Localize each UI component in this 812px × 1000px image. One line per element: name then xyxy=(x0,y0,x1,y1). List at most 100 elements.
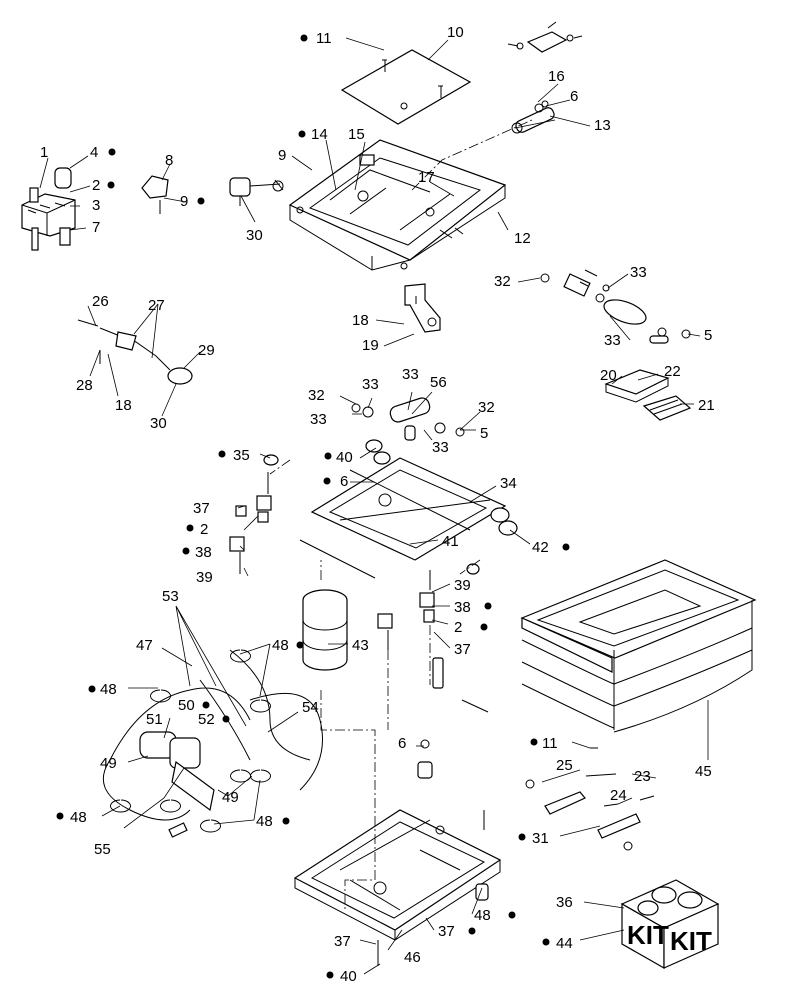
callout-35-dot xyxy=(218,450,226,458)
part-upper-frame xyxy=(288,139,507,271)
callout-48-bottom-dot xyxy=(282,817,290,825)
callout-31: 31 xyxy=(532,830,549,847)
part-base-frame xyxy=(293,739,502,966)
callout-38-right-dot xyxy=(484,602,492,610)
part-small-lever xyxy=(141,175,169,214)
callout-21: 21 xyxy=(698,397,715,414)
callout-17: 17 xyxy=(418,169,435,186)
callout-47: 47 xyxy=(136,637,153,654)
callout-33-mid-b: 33 xyxy=(310,411,327,428)
callout-57: 56 xyxy=(430,374,447,391)
callout-23: 23 xyxy=(634,768,651,785)
callout-48-base: 48 xyxy=(474,907,491,924)
callout-38-left-dot xyxy=(182,547,190,555)
callout-14-dot xyxy=(298,130,306,138)
callout-11-right-dot xyxy=(530,738,538,746)
callout-53: 52 xyxy=(198,711,215,728)
callout-19: 19 xyxy=(362,337,379,354)
callout-22: 22 xyxy=(664,363,681,380)
callout-2-right: 2 xyxy=(454,619,462,636)
callout-52: 49 xyxy=(100,755,117,772)
callout-9-center: 9 xyxy=(278,147,286,164)
callout-50-dot xyxy=(202,701,210,709)
callout-5-mid: 5 xyxy=(480,425,488,442)
callout-55: 54 xyxy=(302,699,319,716)
part-shock-pin-right xyxy=(540,269,691,344)
callout-3: 3 xyxy=(92,197,100,214)
callout-11-right: 11 xyxy=(542,735,558,752)
part-air-spring xyxy=(302,589,489,713)
part-slide-rail xyxy=(525,747,655,851)
callout-49-mid: 49 xyxy=(222,789,239,806)
callout-2-left-dot xyxy=(107,181,115,189)
callout-37-left: 37 xyxy=(193,500,210,517)
callout-40-top-dot xyxy=(324,452,332,460)
callout-33-right-top: 33 xyxy=(630,264,647,281)
callout-37-base-left: 37 xyxy=(334,933,351,950)
part-shock-upper xyxy=(351,397,465,441)
callout-labels: 10 11 16 6 13 14 15 9 17 12 1 4 2 3 7 8 … xyxy=(40,24,715,985)
assembly-centerlines xyxy=(269,119,533,910)
part-wiring-harness xyxy=(102,649,323,838)
callout-48-left-dot xyxy=(88,685,96,693)
callout-36: 36 xyxy=(556,894,573,911)
callout-2-mid-dot xyxy=(186,524,194,532)
callout-8: 8 xyxy=(165,152,173,169)
callout-39-right: 39 xyxy=(454,577,471,594)
callout-24: 24 xyxy=(610,787,627,804)
part-hinge-assembly xyxy=(507,21,583,134)
part-cable-assembly xyxy=(77,319,193,385)
part-scissor-frame xyxy=(299,439,518,579)
callout-4-dot xyxy=(108,148,116,156)
callout-54: 53 xyxy=(162,588,179,605)
callout-39-left: 39 xyxy=(196,569,213,586)
callout-48-top-dot xyxy=(296,641,304,649)
callout-6-low: 6 xyxy=(398,735,406,752)
callout-43: 43 xyxy=(352,637,369,654)
part-cover-boot xyxy=(520,559,757,733)
part-side-brackets xyxy=(229,454,480,650)
callout-33-mid-a: 33 xyxy=(362,376,379,393)
callout-48-left: 48 xyxy=(100,681,117,698)
callout-44: 44 xyxy=(556,935,573,952)
callout-7: 7 xyxy=(92,219,100,236)
callout-34: 34 xyxy=(500,475,517,492)
callout-48-base-dot xyxy=(508,911,516,919)
callout-41: 41 xyxy=(442,533,459,550)
callout-40-bottom: 40 xyxy=(340,968,357,985)
callout-32-right: 32 xyxy=(494,273,511,290)
callout-30-lower: 30 xyxy=(150,415,167,432)
callout-9-left: 9 xyxy=(180,193,188,210)
callout-53-dot xyxy=(222,715,230,723)
callout-11-dot xyxy=(300,34,308,42)
callout-1: 1 xyxy=(40,144,48,161)
callout-15: 15 xyxy=(348,126,365,143)
callout-16: 16 xyxy=(548,68,565,85)
callout-42-dot xyxy=(562,543,570,551)
callout-37-base-right-dot xyxy=(468,927,476,935)
callout-45: 45 xyxy=(695,763,712,780)
callout-37-base-right: 37 xyxy=(438,923,455,940)
callout-14: 14 xyxy=(311,126,328,143)
callout-20: 20 xyxy=(600,367,617,384)
callout-38-right: 38 xyxy=(454,599,471,616)
callout-18-left: 18 xyxy=(115,397,132,414)
callout-49-left: 48 xyxy=(70,809,87,826)
callout-18-center: 18 xyxy=(352,312,369,329)
callout-40-top: 40 xyxy=(336,449,353,466)
callout-46: 46 xyxy=(404,949,421,966)
callout-56: 55 xyxy=(94,841,111,858)
callout-6-top: 6 xyxy=(570,88,578,105)
callout-32-mid-left: 32 xyxy=(308,387,325,404)
callout-32-mid-right: 32 xyxy=(478,399,495,416)
callout-25: 25 xyxy=(556,757,573,774)
callout-51: 51 xyxy=(146,711,163,728)
callout-9-left-dot xyxy=(197,197,205,205)
callout-11: 11 xyxy=(316,30,332,47)
callout-48-top: 48 xyxy=(272,637,289,654)
callout-2-left: 2 xyxy=(92,177,100,194)
part-lever-block xyxy=(21,167,76,251)
callout-37-right: 37 xyxy=(454,641,471,658)
callout-28: 28 xyxy=(76,377,93,394)
